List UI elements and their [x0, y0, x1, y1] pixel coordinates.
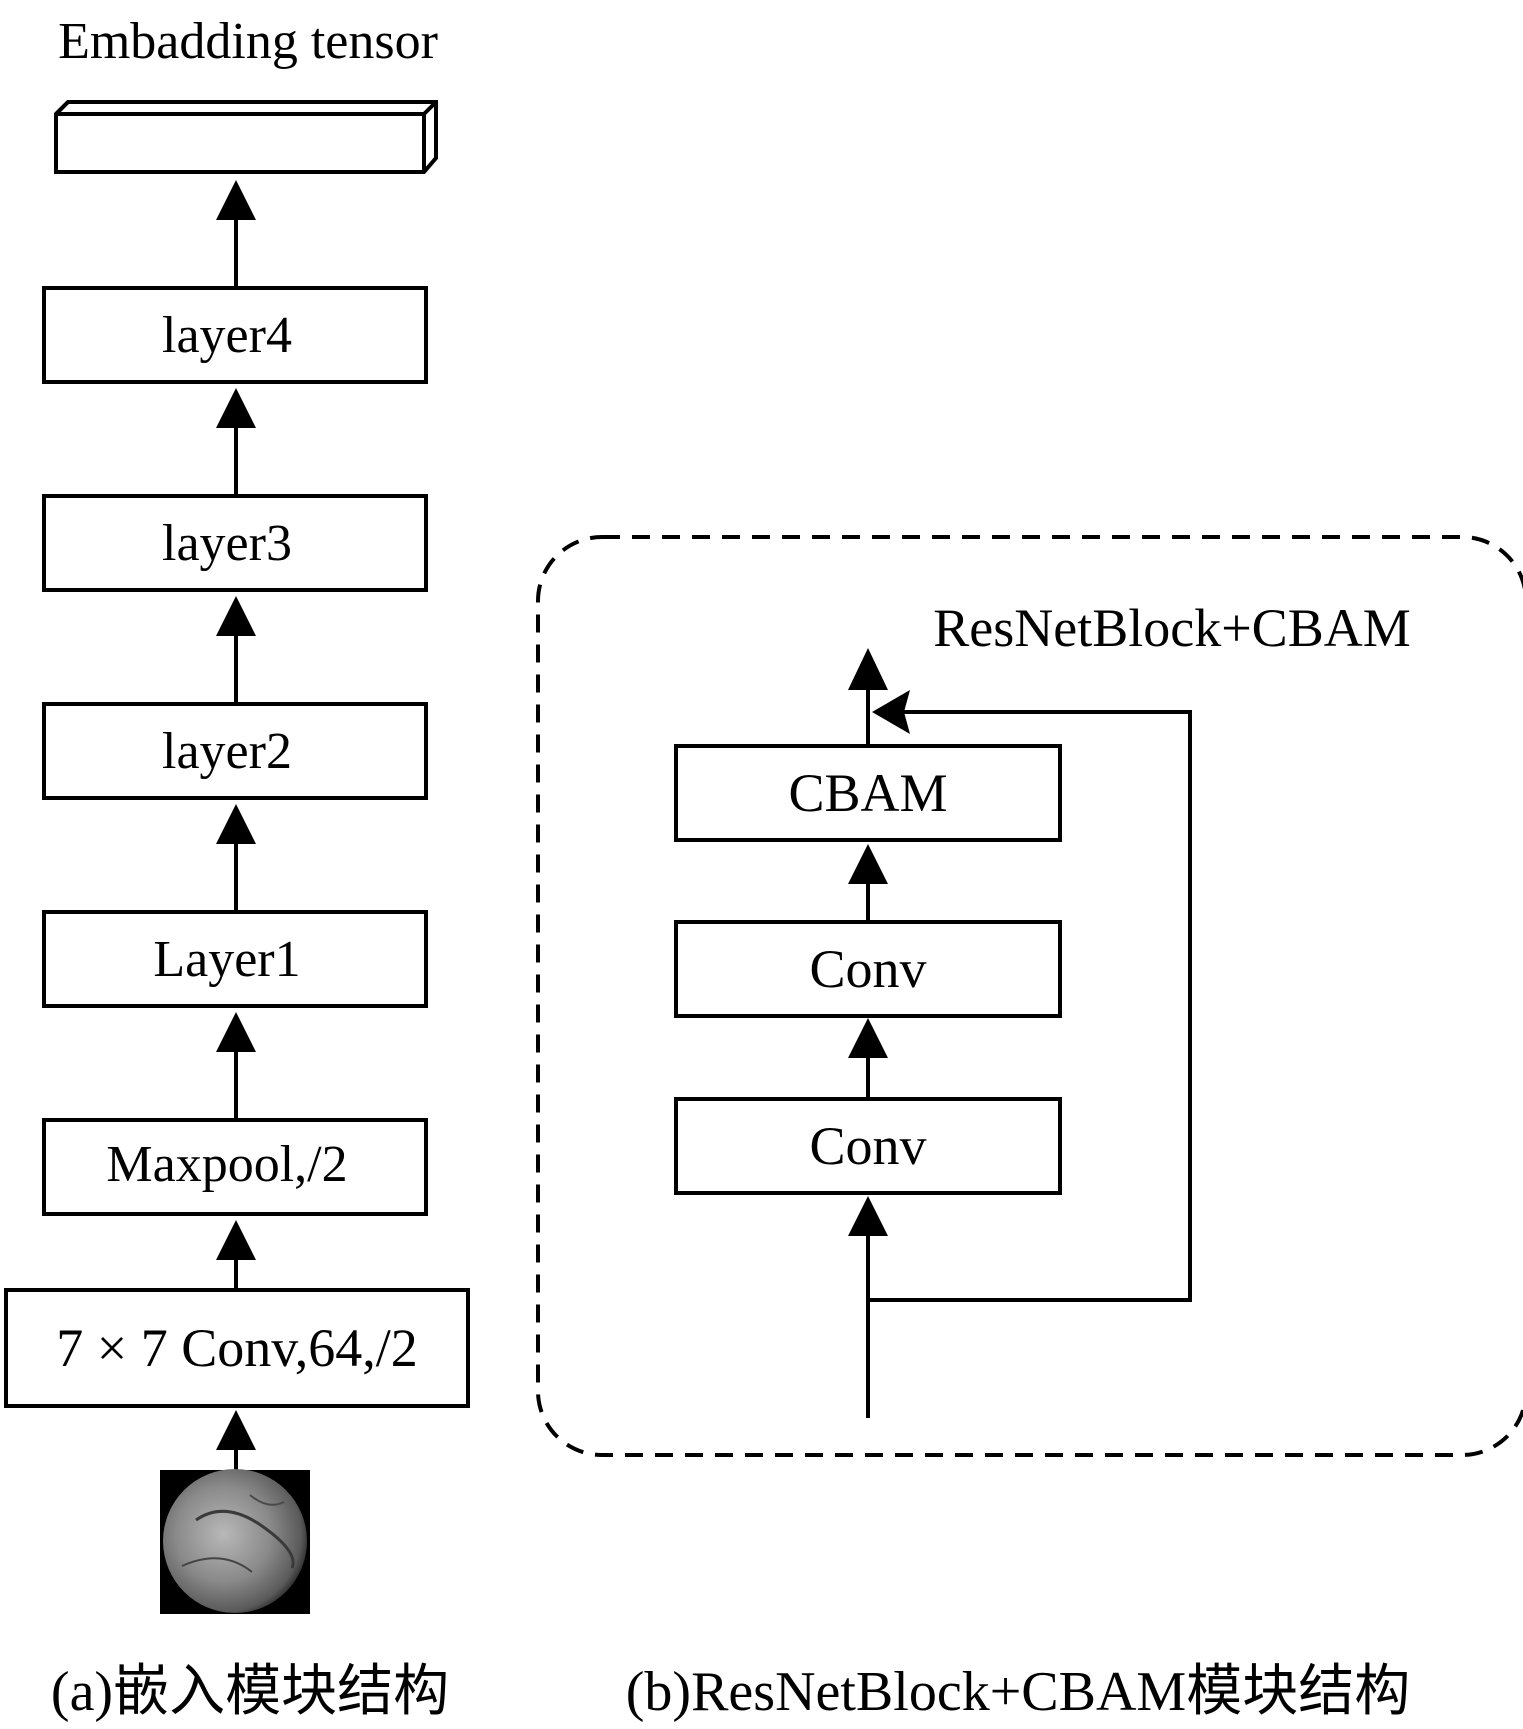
panel-a-arrows	[216, 180, 256, 1470]
layer4-label: layer4	[162, 307, 292, 364]
layer-box-layer3: layer3	[42, 494, 428, 592]
arrow-head	[216, 804, 256, 844]
layer-box-conv7x7: 7 × 7 Conv,64,/2	[4, 1288, 470, 1408]
caption-a: (a)嵌入模块结构	[51, 1661, 449, 1723]
arrow-head	[216, 180, 256, 220]
layer2-label: layer2	[162, 723, 292, 780]
cbam-label: CBAM	[788, 763, 947, 823]
arrow-head	[848, 1196, 888, 1236]
arrow-head	[216, 1410, 256, 1450]
skip-connection-arrow-head	[872, 690, 910, 734]
arrow-head	[216, 596, 256, 636]
conv-upper-label: Conv	[809, 939, 926, 999]
input-endoscopy-image	[160, 1469, 310, 1614]
output-label: Embadding tensor	[58, 13, 438, 70]
layer1-label: Layer1	[153, 931, 300, 988]
embedding-tensor-shape	[54, 100, 438, 174]
arrow-head	[848, 1018, 888, 1058]
panel-b-title: ResNetBlock+CBAM	[933, 598, 1410, 658]
layer3-label: layer3	[162, 515, 292, 572]
block-cbam: CBAM	[674, 744, 1062, 842]
layer-box-layer4: layer4	[42, 286, 428, 384]
maxpool-label: Maxpool,/2	[106, 1136, 347, 1193]
arrow-head-output	[848, 648, 888, 690]
arrow-head	[216, 388, 256, 428]
block-conv-lower: Conv	[674, 1097, 1062, 1195]
arrow-head	[216, 1012, 256, 1052]
skip-connection-line	[868, 710, 1192, 1302]
layer-box-maxpool: Maxpool,/2	[42, 1118, 428, 1216]
panel-b-arrows	[848, 648, 1192, 1418]
conv-lower-label: Conv	[809, 1116, 926, 1176]
layer-box-layer2: layer2	[42, 702, 428, 800]
layer-box-layer1: Layer1	[42, 910, 428, 1008]
arrow-head	[848, 844, 888, 884]
resnet-cbam-container	[536, 535, 1523, 1457]
caption-b: (b)ResNetBlock+CBAM模块结构	[626, 1661, 1410, 1723]
conv7x7-label: 7 × 7 Conv,64,/2	[56, 1318, 417, 1378]
block-conv-upper: Conv	[674, 920, 1062, 1018]
arrow-head	[216, 1220, 256, 1260]
